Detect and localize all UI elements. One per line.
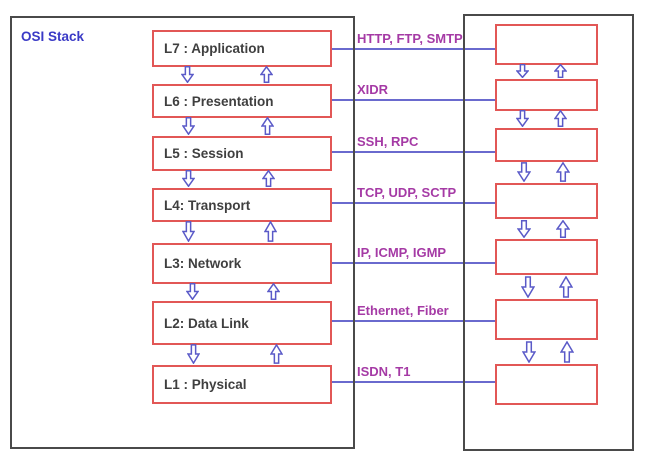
connector-line-l4 bbox=[330, 202, 495, 204]
layer-box-l4: L4: Transport bbox=[152, 188, 332, 222]
layer-label-l5: L5 : Session bbox=[164, 146, 244, 161]
layer-label-l6: L6 : Presentation bbox=[164, 93, 274, 109]
up-arrow-icon bbox=[270, 344, 283, 364]
down-arrow-icon bbox=[182, 221, 195, 242]
layer-label-l1: L1 : Physical bbox=[164, 377, 247, 392]
connector-line-l7 bbox=[330, 48, 495, 50]
protocol-stack-panel bbox=[463, 14, 634, 451]
down-arrow-icon bbox=[521, 276, 535, 298]
up-arrow-icon bbox=[261, 117, 274, 135]
right-stack-box-7 bbox=[495, 24, 598, 65]
up-arrow-icon bbox=[262, 170, 275, 187]
protocol-label-l1: ISDN, T1 bbox=[357, 364, 411, 379]
right-stack-box-2 bbox=[495, 299, 598, 340]
down-arrow-icon bbox=[516, 64, 529, 78]
connector-line-l2 bbox=[330, 320, 495, 322]
right-stack-box-6 bbox=[495, 79, 598, 111]
connector-line-l6 bbox=[330, 99, 495, 101]
layer-box-l3: L3: Network bbox=[152, 243, 332, 284]
protocol-label-l3: IP, ICMP, IGMP bbox=[357, 245, 447, 260]
right-stack-box-4 bbox=[495, 183, 598, 219]
up-arrow-icon bbox=[556, 220, 570, 238]
layer-box-l1: L1 : Physical bbox=[152, 365, 332, 404]
up-arrow-icon bbox=[267, 283, 280, 300]
up-arrow-icon bbox=[556, 162, 570, 182]
protocol-label-l5: SSH, RPC bbox=[357, 134, 419, 149]
layer-label-l7: L7 : Application bbox=[164, 41, 265, 56]
protocol-label-l4: TCP, UDP, SCTP bbox=[357, 185, 457, 200]
down-arrow-icon bbox=[187, 344, 200, 364]
up-arrow-icon bbox=[560, 341, 574, 363]
layer-label-l3: L3: Network bbox=[164, 256, 242, 271]
layer-box-l2: L2: Data Link bbox=[152, 301, 332, 345]
right-stack-box-5 bbox=[495, 128, 598, 162]
down-arrow-icon bbox=[182, 170, 195, 187]
right-stack-box-1 bbox=[495, 364, 598, 405]
protocol-label-l7: HTTP, FTP, SMTP bbox=[357, 31, 463, 46]
layer-box-l6: L6 : Presentation bbox=[152, 84, 332, 118]
up-arrow-icon bbox=[554, 110, 567, 127]
up-arrow-icon bbox=[264, 221, 277, 242]
protocol-label-l6: XIDR bbox=[357, 82, 389, 97]
up-arrow-icon bbox=[260, 66, 273, 83]
down-arrow-icon bbox=[181, 66, 194, 83]
down-arrow-icon bbox=[182, 117, 195, 135]
layer-box-l5: L5 : Session bbox=[152, 136, 332, 171]
layer-label-l2: L2: Data Link bbox=[164, 315, 249, 331]
down-arrow-icon bbox=[186, 283, 199, 300]
down-arrow-icon bbox=[522, 341, 536, 363]
connector-line-l5 bbox=[330, 151, 495, 153]
up-arrow-icon bbox=[554, 64, 567, 78]
down-arrow-icon bbox=[516, 110, 529, 127]
down-arrow-icon bbox=[517, 220, 531, 238]
osi-stack-title: OSI Stack bbox=[21, 29, 85, 44]
protocol-label-l2: Ethernet, Fiber bbox=[357, 303, 449, 318]
right-stack-box-3 bbox=[495, 239, 598, 275]
layer-label-l4: L4: Transport bbox=[164, 197, 251, 213]
connector-line-l3 bbox=[330, 262, 495, 264]
layer-box-l7: L7 : Application bbox=[152, 30, 332, 67]
osi-stack-panel bbox=[10, 16, 355, 449]
down-arrow-icon bbox=[517, 162, 531, 182]
up-arrow-icon bbox=[559, 276, 573, 298]
connector-line-l1 bbox=[330, 381, 495, 383]
